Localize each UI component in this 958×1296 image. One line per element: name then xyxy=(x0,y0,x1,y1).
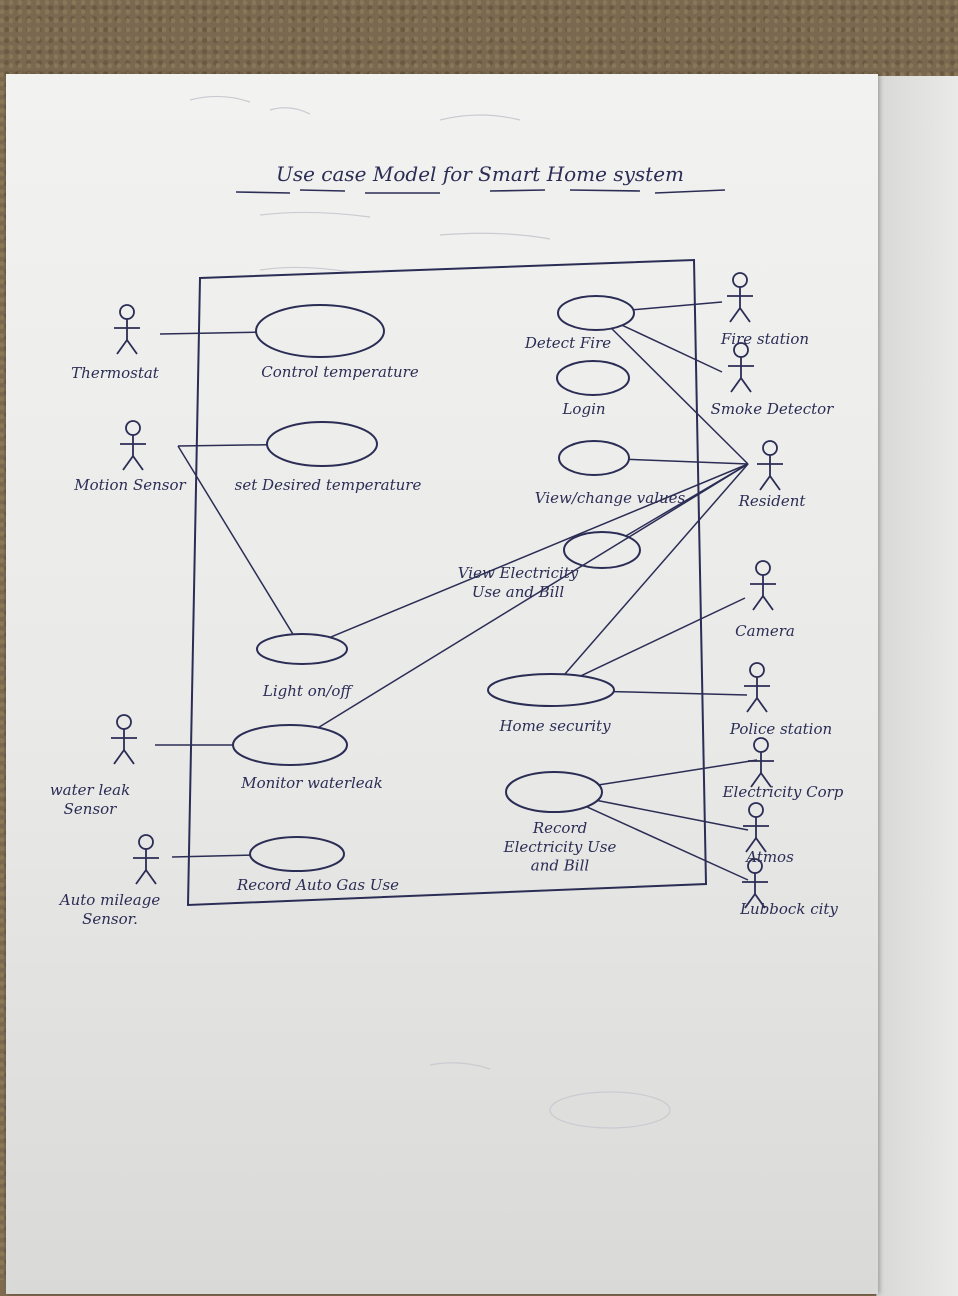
actor-lubbock: Lubbock city xyxy=(739,859,838,918)
stick-figure-icon xyxy=(114,305,140,354)
association-line xyxy=(633,302,722,310)
use-case-ellipse xyxy=(557,361,629,395)
use-case-ellipse xyxy=(488,674,614,706)
association-line xyxy=(581,598,745,676)
association-line xyxy=(629,459,748,464)
actor-elec: Electricity Corp xyxy=(722,738,844,801)
actor-fire: Fire station xyxy=(720,273,809,348)
actor-smoke: Smoke Detector xyxy=(711,343,835,418)
association-line xyxy=(614,692,747,695)
use-case-label: set Desired temperature xyxy=(235,476,422,494)
use-case-ellipse xyxy=(233,725,347,765)
use-case-label: Light on/off xyxy=(262,682,354,700)
use-case-sec: Home security xyxy=(488,674,614,735)
actor-label: Camera xyxy=(735,622,795,640)
use-case-label: Record Auto Gas Use xyxy=(236,876,399,894)
actor-label: Lubbock city xyxy=(739,900,838,918)
actor-label: Smoke Detector xyxy=(711,400,835,418)
actor-label: Atmos xyxy=(744,848,794,866)
use-case-login: Login xyxy=(557,361,629,418)
association-line xyxy=(178,445,267,446)
association-line xyxy=(622,325,722,372)
actor-label: Police station xyxy=(729,720,832,738)
association-line xyxy=(612,329,748,464)
actor-resident: Resident xyxy=(738,441,807,510)
actor-label: Thermostat xyxy=(71,364,160,382)
association-lines xyxy=(155,302,757,880)
stick-figure-icon xyxy=(757,441,783,490)
actor-police: Police station xyxy=(729,663,832,738)
use-case-water: Monitor waterleak xyxy=(233,725,383,792)
use-case-view: View/change values xyxy=(535,441,686,507)
use-case-ellipse xyxy=(564,532,640,568)
title-underlines xyxy=(236,190,725,193)
use-case-label: Control temperature xyxy=(261,363,419,381)
use-case-label: Login xyxy=(561,400,605,418)
system-boundary xyxy=(188,260,706,905)
stick-figure-icon xyxy=(727,273,753,322)
actor-atmos: Atmos xyxy=(743,803,794,866)
association-line xyxy=(172,855,250,857)
use-case-light: Light on/off xyxy=(257,634,353,700)
use-case-sdt: set Desired temperature xyxy=(235,422,422,494)
stick-figure-icon xyxy=(750,561,776,610)
actor-label: Fire station xyxy=(720,330,809,348)
stick-figure-icon xyxy=(111,715,137,764)
use-case-ellipse xyxy=(506,772,602,812)
actor-motion: Motion Sensor xyxy=(73,421,186,494)
stick-figure-icon xyxy=(743,803,769,852)
use-case-ellipse xyxy=(257,634,347,664)
bleed-through-marks xyxy=(190,96,670,1128)
use-case-ellipse xyxy=(250,837,344,871)
use-case-label: Detect Fire xyxy=(524,334,611,352)
use-case-label: View/change values xyxy=(535,489,686,507)
stick-figure-icon xyxy=(744,663,770,712)
actor-label: Resident xyxy=(738,492,807,510)
association-line xyxy=(597,801,748,830)
stick-figure-icon xyxy=(748,738,774,787)
use-case-ellipse xyxy=(256,305,384,357)
actor-thermostat: Thermostat xyxy=(71,305,160,382)
use-case-gas: Record Auto Gas Use xyxy=(236,837,399,894)
stick-figure-icon xyxy=(133,835,159,884)
use-case-ellipse xyxy=(559,441,629,475)
use-case-label: Monitor waterleak xyxy=(240,774,382,792)
actor-camera: Camera xyxy=(735,561,795,640)
use-case-fire: Detect Fire xyxy=(524,296,634,352)
actor-label: Motion Sensor xyxy=(73,476,186,494)
use-case-ellipse xyxy=(267,422,377,466)
diagram-title: Use case Model for Smart Home system xyxy=(276,162,684,186)
stick-figure-icon xyxy=(728,343,754,392)
actor-label: Electricity Corp xyxy=(722,783,844,801)
association-line xyxy=(599,760,757,785)
stick-figure-icon xyxy=(120,421,146,470)
association-line xyxy=(160,332,256,334)
use-case-ct: Control temperature xyxy=(256,305,419,381)
use-case-ellipse xyxy=(558,296,634,330)
use-case-label: Home security xyxy=(498,717,611,735)
